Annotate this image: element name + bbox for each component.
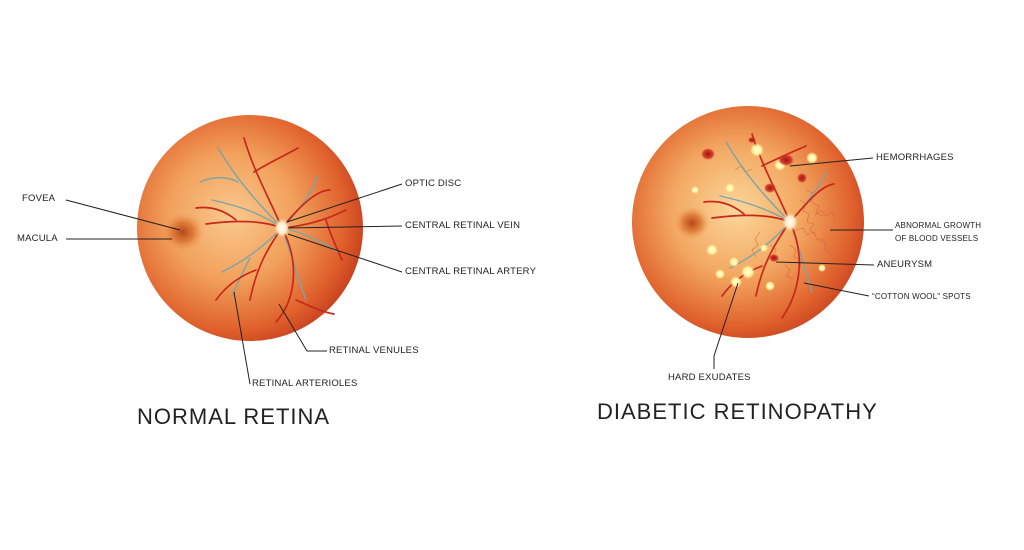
title-diabetic-retinopathy: DIABETIC RETINOPATHY bbox=[597, 399, 878, 424]
diabetic-retina-disc bbox=[632, 106, 864, 338]
label-retinal-arterioles: RETINAL ARTERIOLES bbox=[252, 378, 358, 389]
diabetic-fovea bbox=[674, 206, 710, 240]
diabetic-leader-lines bbox=[713, 157, 893, 369]
label-retinal-venules: RETINAL VENULES bbox=[329, 345, 419, 356]
diabetic-retina bbox=[632, 106, 893, 369]
label-cotton-wool-spots: “COTTON WOOL” SPOTS bbox=[872, 292, 971, 301]
label-optic-disc: OPTIC DISC bbox=[405, 178, 462, 189]
label-abnormal-growth-line2: OF BLOOD VESSELS bbox=[895, 234, 979, 243]
exudate-spots bbox=[691, 143, 826, 291]
label-macula: MACULA bbox=[17, 233, 58, 244]
label-abnormal-growth-line1: ABNORMAL GROWTH bbox=[895, 221, 982, 230]
normal-leader-lines bbox=[65, 183, 403, 385]
normal-optic-disc bbox=[274, 218, 290, 238]
normal-fovea bbox=[161, 212, 205, 252]
label-hemorrhages: HEMORRHAGES bbox=[876, 152, 954, 163]
normal-retina-disc bbox=[137, 115, 363, 341]
label-hard-exudates: HARD EXUDATES bbox=[668, 372, 751, 383]
title-normal-retina: NORMAL RETINA bbox=[137, 404, 331, 429]
label-central-retinal-vein: CENTRAL RETINAL VEIN bbox=[405, 220, 521, 231]
normal-retina bbox=[65, 115, 403, 385]
diabetic-optic-disc bbox=[782, 212, 798, 232]
label-central-retinal-artery: CENTRAL RETINAL ARTERY bbox=[405, 266, 537, 277]
label-fovea: FOVEA bbox=[22, 193, 56, 204]
hemorrhage-spots bbox=[701, 137, 807, 262]
label-aneurysm: ANEURYSM bbox=[877, 259, 933, 270]
